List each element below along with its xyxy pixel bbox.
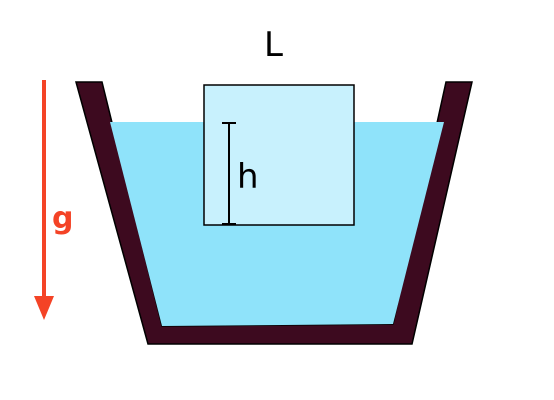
floating-block [203, 84, 355, 226]
depth-marker [222, 122, 236, 225]
width-label: L [264, 25, 283, 65]
depth-label: h [237, 157, 259, 197]
gravity-label: g [52, 201, 74, 236]
arrow-down-icon [34, 80, 54, 320]
